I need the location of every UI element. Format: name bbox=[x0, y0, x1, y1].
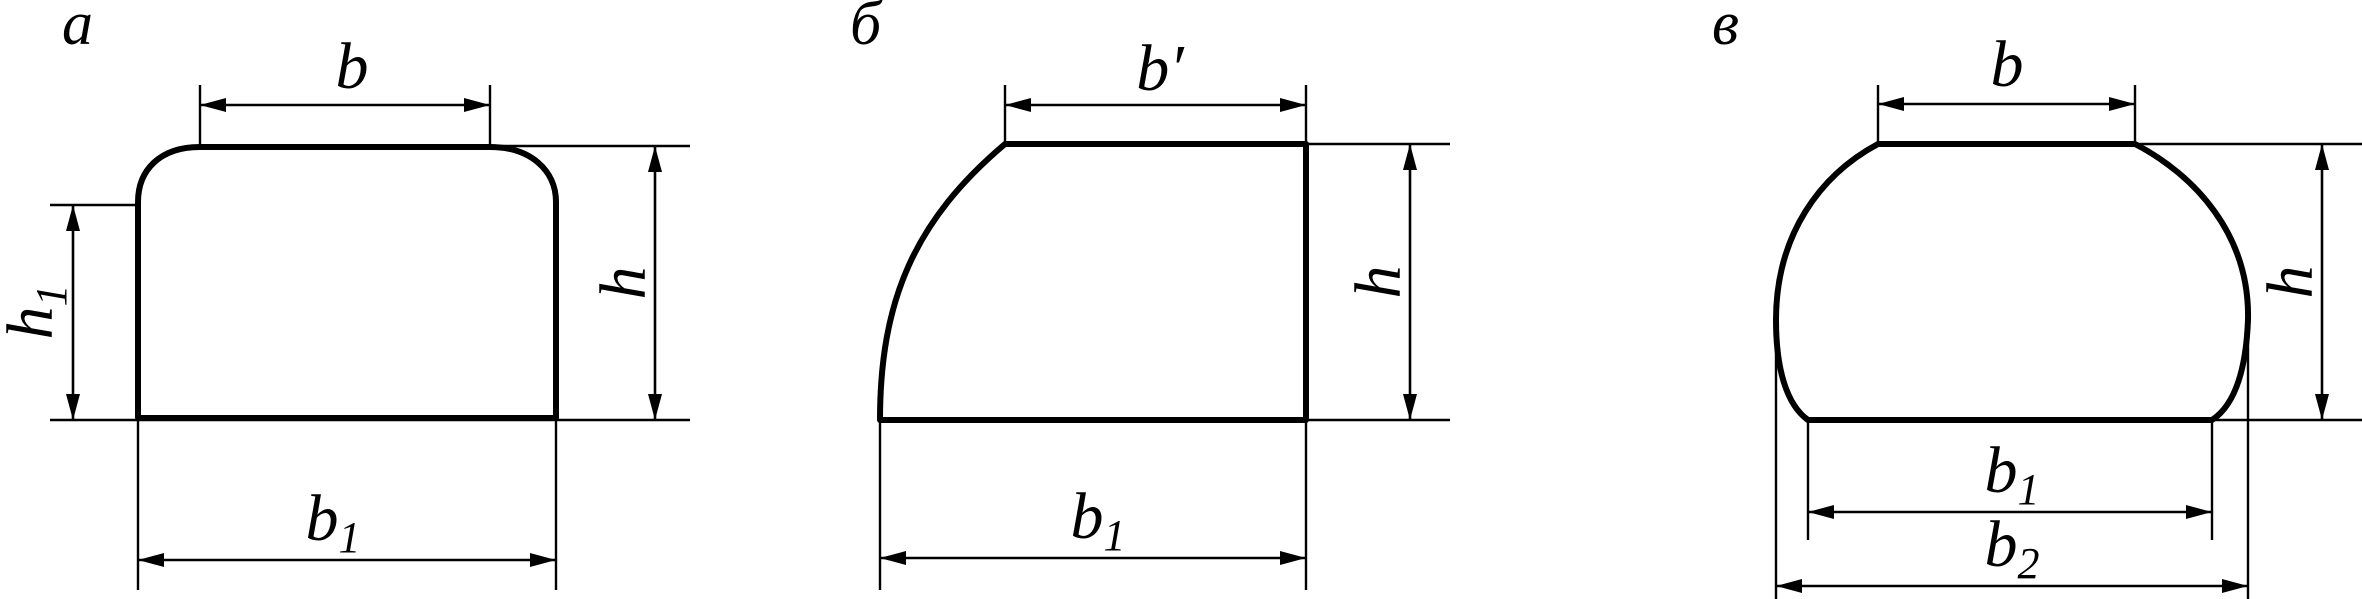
label-b1-a: b1 bbox=[306, 482, 361, 562]
dimension-b-top-a: b bbox=[200, 30, 490, 112]
profile-v-outline bbox=[1773, 141, 2252, 423]
profile-b-outline bbox=[877, 141, 1309, 423]
dimension-b2-v: b2 bbox=[1776, 508, 2248, 593]
dimension-b-prime-b: b′ bbox=[1005, 32, 1306, 112]
label-b2-v: b2 bbox=[1985, 508, 2040, 588]
profile-a-outline bbox=[135, 144, 559, 421]
panel-a: а b h bbox=[0, 0, 690, 590]
panel-label-b: б bbox=[850, 0, 883, 58]
extension-lines-b bbox=[878, 85, 1450, 590]
dimension-h-a: h bbox=[587, 146, 662, 420]
label-b-top-a: b bbox=[336, 30, 369, 103]
label-h-v: h bbox=[2254, 266, 2327, 299]
label-h-a: h bbox=[587, 267, 660, 300]
panel-label-v: в bbox=[1712, 0, 1739, 58]
panel-label-a: а bbox=[62, 0, 93, 58]
label-h1-a: h1 bbox=[0, 285, 76, 340]
panel-v: в b h bbox=[1712, 0, 2362, 599]
dimension-h-v: h bbox=[2254, 144, 2329, 420]
label-b1-v: b1 bbox=[1985, 434, 2040, 514]
dimension-h-b: h bbox=[1342, 144, 1417, 420]
extension-lines-v bbox=[1774, 85, 2362, 599]
dimension-b1-v: b1 bbox=[1808, 434, 2212, 519]
panel-b: б b′ h bbox=[850, 0, 1450, 590]
label-b1-b: b1 bbox=[1071, 480, 1126, 560]
dimension-b-top-v: b bbox=[1878, 28, 2135, 111]
dimension-b1-b: b1 bbox=[880, 480, 1306, 565]
label-h-b: h bbox=[1342, 266, 1415, 299]
dimension-h1-a: h1 bbox=[0, 205, 80, 420]
dimension-b1-a: b1 bbox=[138, 482, 556, 567]
label-b-prime-b: b′ bbox=[1136, 32, 1185, 105]
label-b-top-v: b bbox=[1991, 28, 2024, 101]
extension-lines-a bbox=[50, 85, 690, 590]
